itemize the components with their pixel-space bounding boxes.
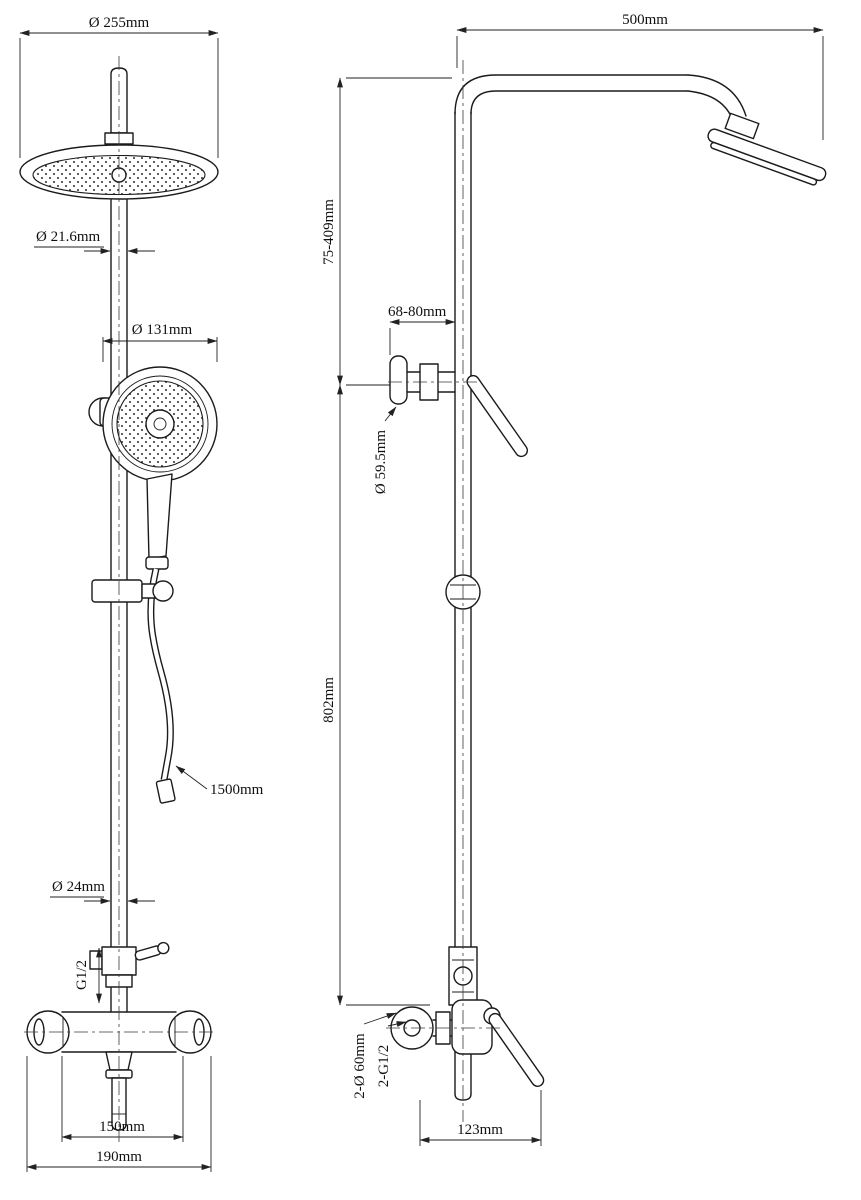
dim-handshower-diameter: Ø 131mm (132, 322, 193, 338)
dim-hole-spacing-group: 150mm (61, 1056, 184, 1142)
slider-clamp (91, 579, 174, 603)
diverter-valve-side (448, 946, 478, 1006)
dim-handshower-diameter-group: Ø 131mm (102, 322, 218, 362)
rain-head-side (707, 112, 827, 186)
callout-pipe-diameter: Ø 21.6mm (36, 229, 101, 245)
label-escutcheon-diameter: Ø 59.5mm (373, 430, 389, 495)
dim-column-height-group: 802mm (321, 384, 430, 1006)
mixer-side (390, 999, 545, 1087)
label-inlet-escutcheons-group: 2-Ø 60mm (352, 1012, 397, 1099)
dim-mixer-depth: 123mm (457, 1122, 503, 1138)
dim-column-height: 802mm (321, 677, 337, 723)
label-outlet-thread-group: G1/2 (74, 947, 102, 1004)
dim-top-adjust-range: 75-409mm (321, 199, 337, 265)
label-escutcheon-diameter-group: Ø 59.5mm (373, 406, 397, 495)
label-inlet-thread: 2-G1/2 (376, 1045, 392, 1088)
dim-arm-length: 500mm (622, 12, 668, 28)
side-view: 500mm 75-409mm 68-80mm Ø (321, 12, 827, 1146)
dim-head-diameter: Ø 255mm (89, 15, 150, 31)
callout-pipe-diameter-group: Ø 21.6mm (34, 229, 155, 254)
dim-hole-spacing: 150mm (99, 1119, 145, 1135)
dim-body-width: 190mm (96, 1149, 142, 1165)
dim-mixer-depth-group: 123mm (419, 1090, 542, 1146)
label-outlet-thread: G1/2 (74, 960, 90, 990)
dim-wall-clearance-group: 68-80mm (388, 304, 456, 355)
shower-column-side (454, 74, 747, 1101)
callout-column-diameter-group: Ø 24mm (50, 879, 155, 904)
wall-bracket (389, 355, 529, 458)
shower-hose (147, 568, 176, 804)
dim-head-diameter-group: Ø 255mm (19, 15, 219, 158)
label-inlet-escutcheons: 2-Ø 60mm (352, 1033, 368, 1099)
diverter-valve-front (89, 941, 170, 988)
shower-column-front (110, 198, 128, 1013)
callout-hose-length-group: 1500mm (175, 765, 264, 798)
callout-column-diameter: Ø 24mm (52, 879, 105, 895)
callout-hose-length: 1500mm (210, 782, 264, 798)
dim-wall-clearance: 68-80mm (388, 304, 447, 320)
dim-arm-length-group: 500mm (456, 12, 824, 140)
dim-body-width-group: 190mm (26, 1056, 212, 1172)
label-inlet-thread-group: 2-G1/2 (376, 1021, 407, 1088)
front-view: Ø 255mm Ø 21.6mm Ø 131mm (19, 15, 264, 1172)
hand-shower (88, 366, 218, 570)
dim-top-adjust-group: 75-409mm (321, 77, 452, 386)
